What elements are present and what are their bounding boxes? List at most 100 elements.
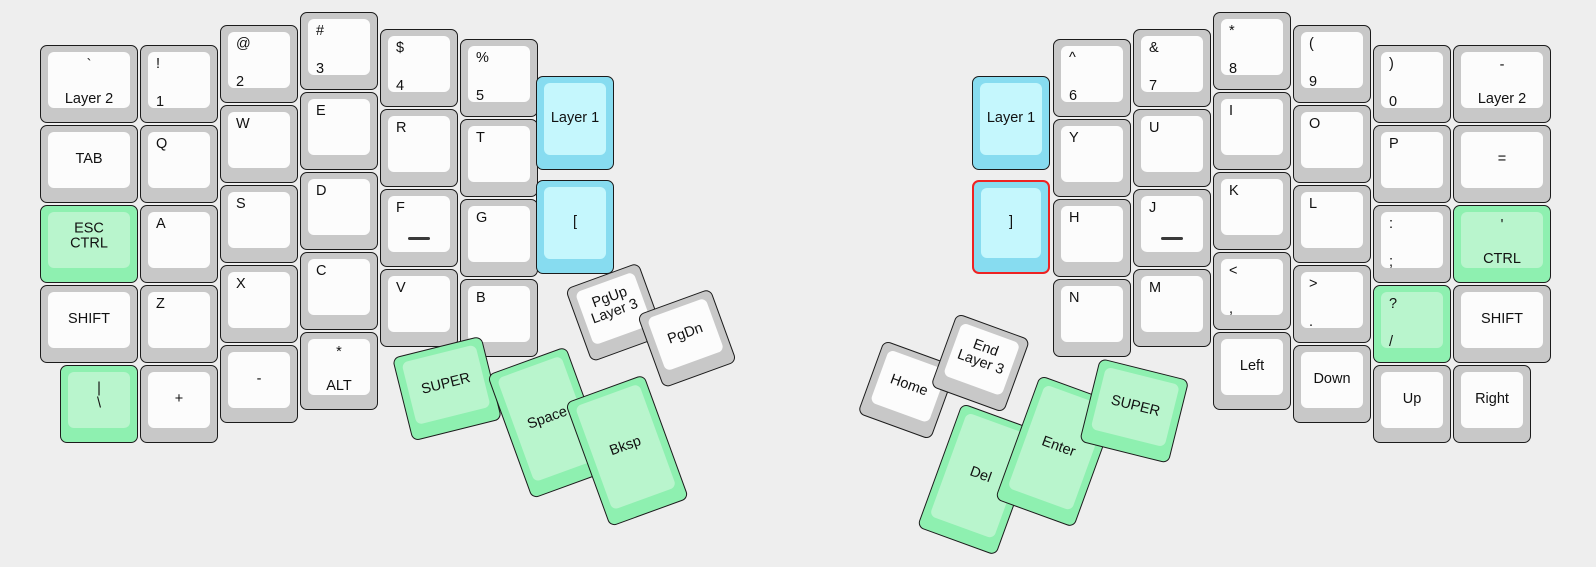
key-legend-top: Y [1069, 130, 1079, 146]
key-cap: `Layer 2 [48, 52, 130, 108]
key-r-j[interactable]: J [1133, 189, 1211, 267]
key-cap: R [388, 116, 450, 172]
key-cap: SHIFT [1461, 292, 1543, 348]
key-l-w[interactable]: W [220, 105, 298, 183]
key-r-k[interactable]: K [1213, 172, 1291, 250]
key-cap: L [1301, 192, 1363, 248]
key-r-left[interactable]: Left [1213, 332, 1291, 410]
key-r-l[interactable]: L [1293, 185, 1371, 263]
key-l-4[interactable]: $4 [380, 29, 458, 107]
key-legend-top: P [1389, 136, 1399, 152]
key-l-esc-ctrl[interactable]: ESC CTRL [40, 205, 138, 283]
key-legend-top: ( [1309, 36, 1314, 52]
key-cap: )0 [1381, 52, 1443, 110]
key-cap: TAB [48, 132, 130, 188]
key-r-equals[interactable]: = [1453, 125, 1551, 203]
key-l-3[interactable]: #3 [300, 12, 378, 90]
key-legend-center: + [174, 391, 184, 408]
key-r-y[interactable]: Y [1053, 119, 1131, 197]
key-legend-bottom: 6 [1069, 88, 1078, 104]
key-cap: Left [1221, 339, 1283, 395]
key-r-layer1[interactable]: Layer 1 [972, 76, 1050, 170]
key-r-down[interactable]: Down [1293, 345, 1371, 423]
key-r-6[interactable]: ^6 [1053, 39, 1131, 117]
key-legend-top: Q [156, 136, 168, 152]
key-legend-top: * [336, 344, 342, 360]
key-r-minus-layer2[interactable]: -Layer 2 [1453, 45, 1551, 123]
key-r-h[interactable]: H [1053, 199, 1131, 277]
key-r-semicolon[interactable]: :; [1373, 205, 1451, 283]
key-legend-center: ] [1008, 214, 1014, 231]
key-l-2[interactable]: @2 [220, 25, 298, 103]
key-l-f[interactable]: F [380, 189, 458, 267]
key-r-0[interactable]: )0 [1373, 45, 1451, 123]
key-l-v[interactable]: V [380, 269, 458, 347]
key-r-9[interactable]: (9 [1293, 25, 1371, 103]
key-cap: ^6 [1061, 46, 1123, 104]
key-legend-top: D [316, 183, 327, 199]
key-l-pipe-backslash[interactable]: | \ [60, 365, 138, 443]
key-l-e[interactable]: E [300, 92, 378, 170]
key-cap: S [228, 192, 290, 248]
key-r-i[interactable]: I [1213, 92, 1291, 170]
key-cap: W [228, 112, 290, 168]
key-l-grave-layer2[interactable]: `Layer 2 [40, 45, 138, 123]
key-legend-top: E [316, 103, 326, 119]
key-r-period[interactable]: >. [1293, 265, 1371, 343]
key-l-d[interactable]: D [300, 172, 378, 250]
key-legend-center: Home [888, 371, 930, 400]
key-legend-center: ALT [326, 378, 352, 394]
key-cap: Y [1061, 126, 1123, 182]
key-l-q[interactable]: Q [140, 125, 218, 203]
key-l-g[interactable]: G [460, 199, 538, 277]
key-r-shift[interactable]: SHIFT [1453, 285, 1551, 363]
key-r-8[interactable]: *8 [1213, 12, 1291, 90]
key-l-shift[interactable]: SHIFT [40, 285, 138, 363]
key-l-tab[interactable]: TAB [40, 125, 138, 203]
key-legend-center: TAB [75, 151, 103, 168]
key-l-alt[interactable]: * ALT [300, 332, 378, 410]
key-legend-top: X [236, 276, 246, 292]
key-cap: N [1061, 286, 1123, 342]
key-l-t[interactable]: T [460, 119, 538, 197]
key-r-n[interactable]: N [1053, 279, 1131, 357]
key-l-r[interactable]: R [380, 109, 458, 187]
key-l-a[interactable]: A [140, 205, 218, 283]
key-l-layer1[interactable]: Layer 1 [536, 76, 614, 170]
key-cap: -Layer 2 [1461, 52, 1543, 108]
key-legend-top: * [1229, 23, 1235, 39]
key-l-5[interactable]: %5 [460, 39, 538, 117]
key-legend-center: [ [572, 214, 578, 231]
key-legend-top: J [1149, 200, 1157, 216]
key-r-right[interactable]: Right [1453, 365, 1531, 443]
key-cap: J [1141, 196, 1203, 252]
key-l-c[interactable]: C [300, 252, 378, 330]
key-l-z[interactable]: Z [140, 285, 218, 363]
key-r-7[interactable]: &7 [1133, 29, 1211, 107]
key-l-s[interactable]: S [220, 185, 298, 263]
key-legend-center: | \ [96, 380, 102, 412]
homing-bar-icon [408, 237, 430, 240]
key-r-comma[interactable]: <, [1213, 252, 1291, 330]
key-cap: F [388, 196, 450, 252]
key-r-p[interactable]: P [1373, 125, 1451, 203]
key-l-1[interactable]: !1 [140, 45, 218, 123]
key-r-m[interactable]: M [1133, 269, 1211, 347]
key-l-plus[interactable]: + [140, 365, 218, 443]
key-cap: O [1301, 112, 1363, 168]
key-r-slash[interactable]: ?/ [1373, 285, 1451, 363]
key-l-bracket-left[interactable]: [ [536, 180, 614, 274]
key-legend-top: ^ [1069, 50, 1076, 66]
key-cap: <, [1221, 259, 1283, 317]
key-r-up[interactable]: Up [1373, 365, 1451, 443]
key-legend-center: ESC CTRL [70, 220, 108, 252]
key-r-o[interactable]: O [1293, 105, 1371, 183]
key-l-x[interactable]: X [220, 265, 298, 343]
key-r-u[interactable]: U [1133, 109, 1211, 187]
key-cap: &7 [1141, 36, 1203, 94]
key-r-bracket-right[interactable]: ] [972, 180, 1050, 274]
key-legend-top: V [396, 280, 406, 296]
key-l-minus[interactable]: - [220, 345, 298, 423]
key-r-quote-ctrl[interactable]: 'CTRL [1453, 205, 1551, 283]
